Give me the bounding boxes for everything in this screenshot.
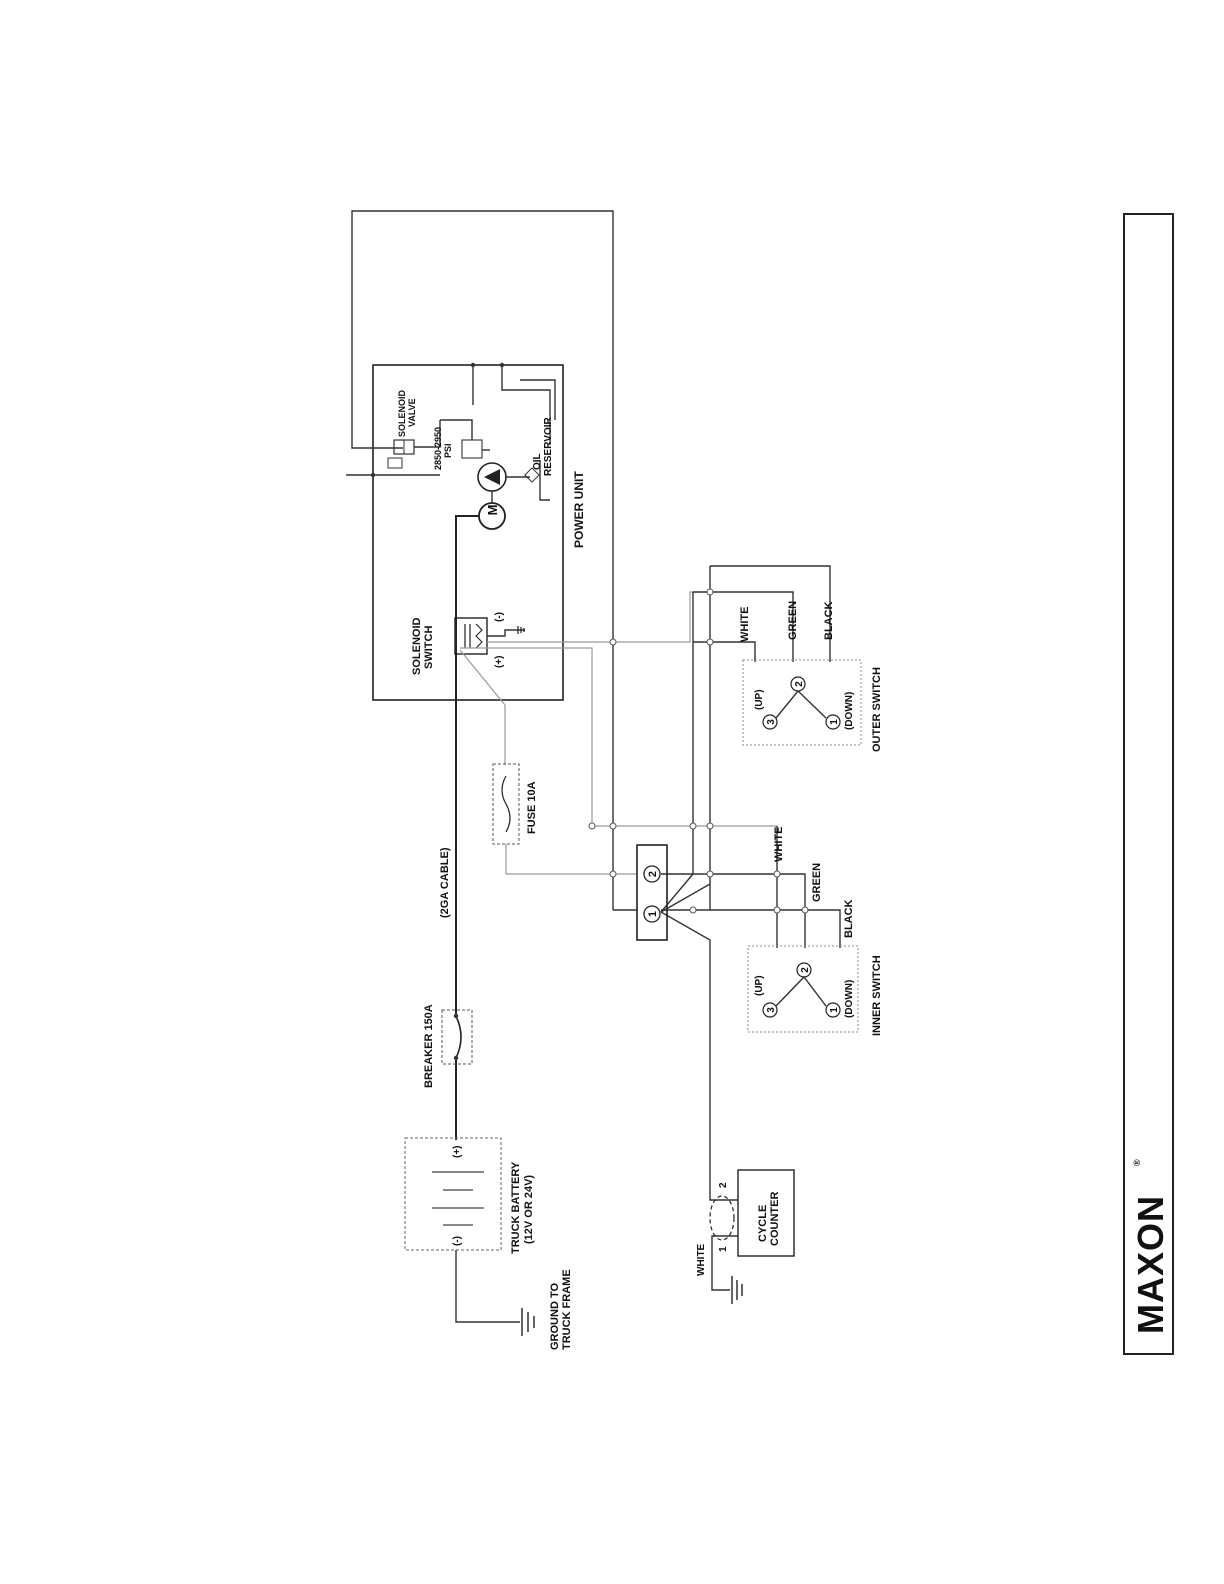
svg-text:3: 3 <box>766 1007 777 1013</box>
svg-text:(DOWN): (DOWN) <box>844 980 855 1018</box>
svg-text:(-): (-) <box>494 612 505 622</box>
control-wires <box>460 565 841 1170</box>
power-unit-label: POWER UNIT <box>572 471 586 548</box>
relief-valve: 2850-2950 PSI <box>433 419 490 470</box>
svg-text:(+): (+) <box>452 1146 463 1159</box>
svg-text:SOLENOID SWITCH: SOLENOID SWITCH <box>411 614 435 675</box>
power-unit: SOLENOID VALVE 2850-2950 PSI OIL RESE <box>346 210 614 910</box>
inner-green-label: GREEN <box>811 863 823 902</box>
inner-black-label: BLACK <box>843 899 855 938</box>
svg-text:1: 1 <box>829 1007 840 1013</box>
motor-symbol: M <box>478 502 506 530</box>
svg-text:M: M <box>485 505 500 516</box>
power-unit-outline <box>372 364 564 701</box>
solenoid-switch: SOLENOID SWITCH (-) (+) <box>411 612 525 675</box>
svg-text:INNER SWITCH: INNER SWITCH <box>871 955 883 1036</box>
svg-text:SOLENOID VALVE: SOLENOID VALVE <box>397 387 417 437</box>
svg-text:OUTER SWITCH: OUTER SWITCH <box>871 667 883 752</box>
svg-text:2: 2 <box>794 681 805 687</box>
svg-text:(+): (+) <box>494 656 505 669</box>
cable-label: (2GA CABLE) <box>439 847 451 918</box>
outer-black-label: BLACK <box>823 601 835 640</box>
truck-battery: (+) (-) TRUCK BATTERY (12V OR 24V) <box>404 1137 535 1254</box>
outer-green-label: GREEN <box>787 601 799 640</box>
outer-white-label: WHITE <box>739 607 751 642</box>
top-loop-wire <box>351 210 614 910</box>
svg-text:3: 3 <box>766 719 777 725</box>
svg-text:(UP): (UP) <box>754 975 765 996</box>
svg-text:2: 2 <box>718 1182 729 1188</box>
inner-white-label: WHITE <box>773 827 785 862</box>
solenoid-valve: SOLENOID VALVE <box>387 387 441 469</box>
cycle-counter: CYCLE COUNTER 2 1 WHITE <box>696 1169 795 1304</box>
breaker-150a: BREAKER 150A <box>423 1004 473 1088</box>
svg-text:1: 1 <box>647 911 659 917</box>
svg-text:OIL RESERVOIR: OIL RESERVOIR <box>532 417 554 476</box>
svg-text:(UP): (UP) <box>754 689 765 710</box>
fuse-10a: FUSE 10A <box>492 763 637 875</box>
svg-text:(-): (-) <box>452 1236 463 1246</box>
maxon-logo: MAXON <box>1130 1195 1171 1334</box>
svg-text:®: ® <box>1132 1159 1142 1166</box>
svg-text:GROUND TO TRUCK FRAME: GROUND TO TRUCK FRAME <box>549 1269 573 1350</box>
outer-switch: 3 2 1 (UP) (DOWN) OUTER SWITCH <box>742 659 883 752</box>
svg-text:2850-2950 PSI: 2850-2950 PSI <box>433 424 453 470</box>
svg-text:FUSE 10A: FUSE 10A <box>526 781 538 834</box>
motor-feed-cable <box>455 515 479 1014</box>
main-power-wires: BREAKER 150A (2GA CABLE) <box>423 515 506 1140</box>
ground-to-truck-frame: GROUND TO TRUCK FRAME <box>455 1250 573 1350</box>
svg-text:2: 2 <box>800 967 811 973</box>
svg-text:BREAKER 150A: BREAKER 150A <box>423 1004 435 1088</box>
terminal-strip: 2 1 <box>636 844 668 941</box>
svg-text:(DOWN): (DOWN) <box>844 692 855 730</box>
svg-text:WHITE: WHITE <box>696 1243 707 1276</box>
svg-text:1: 1 <box>718 1246 729 1252</box>
svg-text:TRUCK BATTERY (12V OR 2: TRUCK BATTERY (12V OR 24V) <box>510 1159 535 1254</box>
svg-text:2: 2 <box>647 871 659 877</box>
pump-symbol <box>477 462 540 503</box>
svg-text:1: 1 <box>829 719 840 725</box>
inner-switch: 3 2 1 (UP) (DOWN) INNER SWITCH <box>747 945 883 1036</box>
svg-text:CYCLE COUNTER: CYCLE COUNTER <box>757 1192 781 1246</box>
title-block: MAXON ® <box>1123 213 1174 1355</box>
